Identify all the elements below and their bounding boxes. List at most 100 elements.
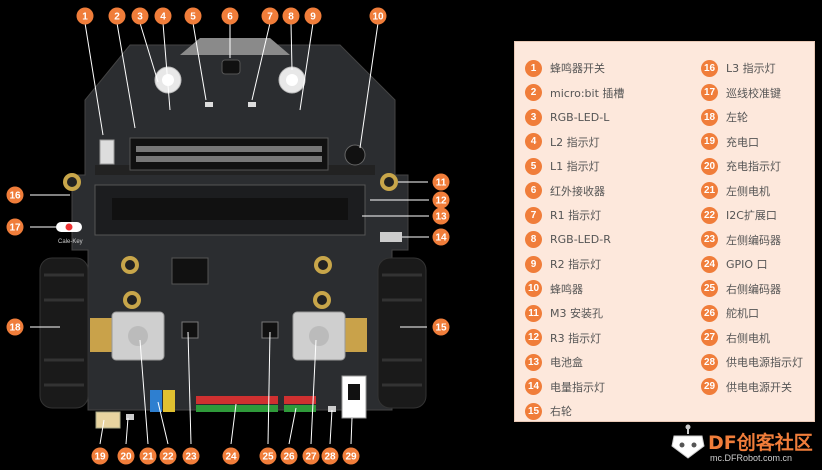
legend-label: L1 指示灯 <box>550 160 600 174</box>
legend-label: 蜂鸣器开关 <box>550 62 605 76</box>
callout-badge <box>6 218 24 236</box>
legend-label: R2 指示灯 <box>550 258 602 272</box>
callout-4: 4 <box>154 7 172 25</box>
callout-number: 23 <box>185 452 197 463</box>
callout-number: 27 <box>305 452 317 463</box>
robot-logo-icon <box>671 424 705 459</box>
legend-number: 4 <box>525 133 542 151</box>
callout-number: 6 <box>227 12 233 23</box>
brand-df: DF <box>708 432 737 454</box>
legend-item-9: 9 R2 指示灯 <box>525 252 624 277</box>
rgb-led-right <box>278 66 306 94</box>
callout-number: 21 <box>142 452 154 463</box>
callout-badge <box>432 173 450 191</box>
callout-number: 19 <box>94 452 106 463</box>
cale-key-label: Cale-Key <box>58 239 83 245</box>
callout-number: 7 <box>267 12 273 23</box>
legend-label: I2C扩展口 <box>726 209 777 223</box>
legend-number: 11 <box>525 304 542 322</box>
legend-number: 15 <box>525 402 542 420</box>
legend-label: GPIO 口 <box>726 258 768 272</box>
l1-led <box>205 102 213 107</box>
callout-badge <box>159 447 177 465</box>
charge-port <box>95 411 121 429</box>
legend-label: 左轮 <box>726 111 748 125</box>
callout-badge <box>282 7 300 25</box>
callout-badge <box>432 207 450 225</box>
callout-8: 8 <box>282 7 300 25</box>
legend-number: 28 <box>701 353 718 371</box>
callout-12: 12 <box>432 191 450 209</box>
buzzer <box>344 144 366 166</box>
callout-number: 13 <box>435 212 447 223</box>
callout-badge <box>222 447 240 465</box>
buzzer-switch <box>99 139 115 165</box>
callout-badge <box>321 447 339 465</box>
callout-number: 28 <box>324 452 336 463</box>
ir-receiver <box>221 59 241 75</box>
main-chip <box>171 257 209 285</box>
power-indicator <box>328 406 336 412</box>
leader-lines <box>30 22 429 445</box>
legend-number: 21 <box>701 182 718 200</box>
callout-5: 5 <box>184 7 202 25</box>
legend-label: 右侧编码器 <box>726 282 781 296</box>
callout-17: 17 <box>6 218 24 236</box>
legend-number: 3 <box>525 108 542 126</box>
callout-badge <box>280 447 298 465</box>
callout-3: 3 <box>131 7 149 25</box>
callout-number: 22 <box>162 452 174 463</box>
callout-6: 6 <box>221 7 239 25</box>
legend-label: 供电电源开关 <box>726 380 792 394</box>
callout-10: 10 <box>369 7 387 25</box>
gpio-port <box>196 396 278 412</box>
callout-number: 26 <box>283 452 295 463</box>
callout-26: 26 <box>280 447 298 465</box>
callout-number: 15 <box>435 323 447 334</box>
callout-25: 25 <box>259 447 277 465</box>
right-wheel <box>377 257 427 409</box>
callout-number: 12 <box>435 196 447 207</box>
callout-24: 24 <box>222 447 240 465</box>
callout-badge <box>342 447 360 465</box>
callout-number: 16 <box>9 191 21 202</box>
callout-number: 4 <box>160 12 166 23</box>
legend-number: 8 <box>525 231 542 249</box>
legend-label: R1 指示灯 <box>550 209 602 223</box>
battery-indicator <box>380 232 402 242</box>
callout-number: 18 <box>9 323 21 334</box>
legend-label: 左侧电机 <box>726 184 770 198</box>
callout-9: 9 <box>304 7 322 25</box>
legend-label: 充电指示灯 <box>726 160 781 174</box>
callout-number: 24 <box>225 452 237 463</box>
legend-label: L3 指示灯 <box>726 62 776 76</box>
callout-badge <box>184 7 202 25</box>
callout-badge <box>6 186 24 204</box>
legend-number: 10 <box>525 280 542 298</box>
charge-indicator <box>126 414 134 420</box>
legend-number: 9 <box>525 255 542 273</box>
microbit-slot <box>129 137 329 171</box>
right-motor <box>292 311 367 361</box>
callout-badge <box>302 447 320 465</box>
legend-number: 24 <box>701 255 718 273</box>
legend-label: 红外接收器 <box>550 184 605 198</box>
